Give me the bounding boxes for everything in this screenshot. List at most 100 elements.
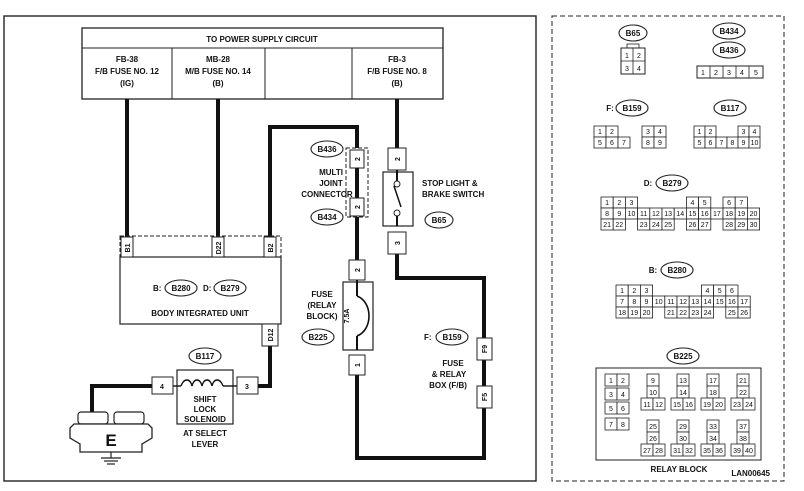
pin-cell: 23 xyxy=(733,402,741,409)
pin-cell: 10 xyxy=(649,390,657,397)
pin-cell-box xyxy=(682,397,696,411)
pin-cell: 9 xyxy=(658,140,662,147)
pin-cell: 11 xyxy=(640,211,647,218)
pin-cell-box xyxy=(748,136,761,149)
shift-lock-solenoid: B117 4 SHIFT LOCK SOLENOID 3 AT SELECT L… xyxy=(151,347,259,449)
pin-cell: 4 xyxy=(621,392,625,399)
pin-cell: 15 xyxy=(673,402,681,409)
pin-b2: B2 xyxy=(268,243,275,252)
pin-cell: 1 xyxy=(605,200,609,207)
pin-cell: 8 xyxy=(646,140,650,147)
pin-cell: 34 xyxy=(709,436,717,443)
multi-joint-label: JOINT xyxy=(319,179,343,188)
pin-cell-box xyxy=(737,306,751,319)
body-integrated-unit: B1 D22 B2 B: B280 D: B279 BODY INTEGRATE… xyxy=(119,235,282,347)
pin-cell-box xyxy=(616,387,630,401)
solenoid-label: SHIFT xyxy=(193,395,216,404)
fuse-relay-box: F9 F5 F: B159 FUSE & RELAY BOX (F/B) xyxy=(424,328,493,409)
pin-cell: 13 xyxy=(691,299,699,306)
pin-cell: 22 xyxy=(679,310,687,317)
pin-cell: 3 xyxy=(727,70,731,77)
label-b225: B225 xyxy=(673,352,693,361)
conn-b65: B65 xyxy=(432,216,447,225)
pin-cell: 38 xyxy=(739,436,747,443)
pin-cell: 11 xyxy=(667,299,674,306)
conn-b434: B434 xyxy=(317,213,337,222)
pin-cell: 27 xyxy=(643,448,651,455)
fuse-rating: 7.5A xyxy=(344,309,351,324)
pin-cell: 28 xyxy=(655,448,663,455)
pin-cell: 6 xyxy=(709,140,713,147)
prefix-b: B: xyxy=(153,284,161,293)
pin-cell: 19 xyxy=(737,211,745,218)
pin-cell: 7 xyxy=(609,422,613,429)
solenoid-label: LOCK xyxy=(194,405,217,414)
solenoid-label: SOLENOID xyxy=(184,415,226,424)
pin-cell: 3 xyxy=(625,66,629,73)
pin-cell: 16 xyxy=(685,402,693,409)
pin-d22: D22 xyxy=(216,241,223,254)
pin-cell: 22 xyxy=(739,390,747,397)
pin-cell-box xyxy=(652,397,666,411)
pin-cell: 4 xyxy=(658,129,662,136)
prefix-b159: F: xyxy=(606,104,614,113)
pin-cell: 6 xyxy=(621,406,625,413)
pin-cell: 26 xyxy=(689,222,697,229)
power-supply-box: TO POWER SUPPLY CIRCUIT FB-38 F/B FUSE N… xyxy=(81,27,444,100)
solenoid-location: AT SELECT xyxy=(183,429,227,438)
pin-cell: 26 xyxy=(649,436,657,443)
fuse-label: FUSE xyxy=(311,290,333,299)
pin-b1: B1 xyxy=(125,243,132,252)
label-b434: B434 xyxy=(719,27,739,36)
fuse-label: (RELAY xyxy=(307,301,337,310)
pin-cell: 16 xyxy=(701,211,709,218)
pin-cell: 24 xyxy=(745,402,753,409)
pin-cell: 2 xyxy=(637,53,641,60)
conn-b280: B280 xyxy=(171,284,191,293)
pin-cell: 5 xyxy=(609,406,613,413)
pin-cell: 4 xyxy=(691,200,695,207)
pin-cell: 21 xyxy=(667,310,675,317)
wire-f5-to-fuse xyxy=(355,375,486,460)
pin-cell: 19 xyxy=(630,310,638,317)
pin-cell: 35 xyxy=(703,448,711,455)
connector-frame xyxy=(551,15,785,482)
wire-solenoid-to-ground xyxy=(90,384,152,412)
stop-switch-label: BRAKE SWITCH xyxy=(422,190,484,199)
ground-terminal: E xyxy=(69,411,153,465)
fuse-box-label: & RELAY xyxy=(432,370,467,379)
pin-cell: 8 xyxy=(731,140,735,147)
pin-cell: 39 xyxy=(733,448,741,455)
pin-switch-bottom: 3 xyxy=(395,241,402,245)
pin-cell: 15 xyxy=(689,211,697,218)
pin-cell: 6 xyxy=(730,288,734,295)
pin-cell-box xyxy=(742,397,756,411)
pin-cell: 1 xyxy=(698,129,702,136)
prefix-d: D: xyxy=(203,284,211,293)
pin-cell: 1 xyxy=(625,53,629,60)
label-b117: B117 xyxy=(721,104,740,113)
pin-cell: 23 xyxy=(691,310,699,317)
pin-cell: 7 xyxy=(720,140,724,147)
pin-cell: 20 xyxy=(750,211,758,218)
pin-fuse-bottom: 1 xyxy=(355,363,362,367)
wires xyxy=(90,99,486,460)
pin-cell: 20 xyxy=(715,402,723,409)
fuse-box-label: FUSE xyxy=(442,359,464,368)
pin-cell-box xyxy=(616,417,630,431)
pin-cell: 29 xyxy=(737,222,745,229)
pin-cell: 7 xyxy=(622,140,626,147)
pin-cell: 13 xyxy=(679,378,687,385)
fuse-mode: (IG) xyxy=(120,79,134,88)
pin-cell: 2 xyxy=(617,200,621,207)
pin-cell: 8 xyxy=(605,211,609,218)
label-b279: B279 xyxy=(662,179,682,188)
pin-cell: 7 xyxy=(739,200,743,207)
pin-cell: 10 xyxy=(655,299,663,306)
pin-cell-box xyxy=(747,218,761,231)
multi-joint-label: MULTI xyxy=(319,168,343,177)
label-b436: B436 xyxy=(719,46,739,55)
pin-cell: 25 xyxy=(728,310,736,317)
